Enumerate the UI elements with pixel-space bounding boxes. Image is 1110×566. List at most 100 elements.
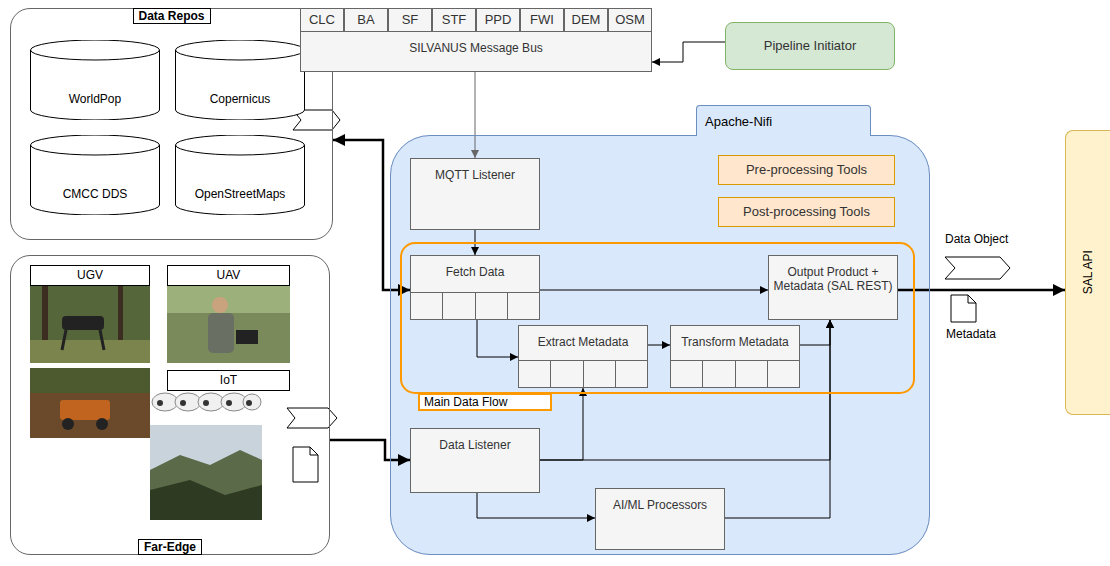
uav-photo — [212, 297, 228, 313]
camera-icons — [226, 400, 232, 406]
uav-photo — [236, 330, 258, 344]
process-box: Data Listener — [410, 428, 540, 493]
database-cylinder: CMCC DDS — [30, 135, 160, 215]
connector — [898, 289, 1065, 292]
node-text: Post-processing Tools — [743, 204, 870, 220]
ugv-photo — [62, 330, 66, 350]
port-cell — [671, 361, 702, 387]
node-text: IoT — [220, 373, 237, 387]
connector — [477, 493, 595, 518]
platform-tab: Apache-Nifi — [696, 105, 871, 136]
node-text: OSM — [615, 12, 645, 28]
node-text: BA — [357, 12, 374, 28]
camera-icons — [180, 400, 186, 406]
port-cell — [702, 361, 734, 387]
port-row — [671, 360, 799, 387]
camera-icons — [246, 400, 252, 406]
node-text: SF — [402, 12, 419, 28]
node-text: AI/ML Processors — [600, 498, 720, 512]
camera-icons — [203, 400, 209, 406]
uav-photo — [167, 283, 290, 313]
node-text: CLC — [309, 12, 335, 28]
node-text: PPD — [485, 12, 512, 28]
database-name: CMCC DDS — [30, 187, 160, 201]
ugv-photo — [96, 418, 108, 430]
cylinder-body — [31, 40, 160, 120]
landscape-photo — [150, 425, 262, 520]
group-panel: Data ReposWorldPop CopernicusCMCC DDS Open… — [10, 8, 333, 240]
flow-label: Main Data Flow — [418, 393, 552, 411]
process-box: Transform Metadata — [670, 325, 800, 388]
port-cell — [442, 293, 474, 319]
node-text: Fetch Data — [415, 265, 535, 279]
data-object-icon — [287, 110, 1010, 428]
node-text: STF — [442, 12, 467, 28]
node-text: UGV — [77, 268, 103, 282]
cylinder-rim — [31, 145, 160, 155]
initiator-box: Pipeline Initiator — [725, 22, 895, 70]
api-title: SAL API — [1081, 250, 1095, 294]
port-cell — [507, 293, 539, 319]
camera-icons — [175, 393, 201, 411]
topic-cell: SF — [388, 8, 432, 32]
port-cell — [550, 361, 582, 387]
camera-icons — [157, 400, 163, 406]
data-object-icon — [945, 257, 1010, 279]
process-box: Output Product + Metadata (SAL REST) — [768, 255, 898, 320]
camera-icons — [243, 394, 261, 410]
connector — [475, 72, 476, 158]
device-tag: IoT — [167, 370, 290, 391]
node-text: Pre-processing Tools — [746, 162, 867, 178]
camera-icons — [152, 393, 261, 411]
tool-box: Post-processing Tools — [718, 197, 895, 227]
node-text: Pipeline Initiator — [764, 38, 857, 54]
connector — [540, 290, 768, 291]
port-row — [519, 360, 647, 387]
node-text: DEM — [572, 12, 601, 28]
ugv-photo — [30, 283, 150, 363]
ugv-photo — [62, 418, 74, 430]
uav-photo — [167, 283, 290, 363]
topic-cell: STF — [432, 8, 476, 32]
connector — [330, 440, 410, 460]
node-text: MQTT Listener — [415, 168, 535, 182]
process-box: Extract Metadata — [518, 325, 648, 388]
cylinder-rim — [176, 50, 305, 60]
platform-panel: Apache-NifiMQTT ListenerPre-processing T… — [390, 135, 930, 555]
port-cell — [767, 361, 799, 387]
port-cell — [519, 361, 550, 387]
database-name: Copernicus — [175, 92, 305, 106]
topic-cell: BA — [344, 8, 388, 32]
port-cell — [583, 361, 615, 387]
node-text: Extract Metadata — [523, 335, 643, 349]
process-box: Fetch Data — [410, 255, 540, 320]
group-title: Far-Edge — [138, 539, 202, 555]
cylinder-outline — [175, 135, 305, 215]
node-text: Output Product + Metadata (SAL REST) — [773, 265, 893, 294]
database-name: WorldPop — [30, 92, 160, 106]
group-title: Data Repos — [132, 8, 210, 24]
ugv-photo — [62, 316, 104, 330]
cylinder-rim — [176, 145, 305, 155]
connector — [333, 140, 410, 290]
topic-cell: OSM — [608, 8, 652, 32]
database-cylinder: Copernicus — [175, 40, 305, 120]
database-cylinder: WorldPop — [30, 40, 160, 120]
connector — [648, 345, 670, 346]
api-bar: SAL API — [1065, 130, 1110, 415]
tool-box: Pre-processing Tools — [718, 155, 895, 185]
cylinder-body — [176, 40, 305, 120]
device-tag: UGV — [30, 265, 150, 286]
cylinder-body — [31, 135, 160, 215]
camera-icons — [152, 393, 178, 411]
connector — [800, 320, 830, 345]
ugv-photo — [100, 330, 104, 350]
device-tag: UAV — [167, 265, 290, 286]
database-name: OpenStreetMaps — [175, 187, 305, 201]
landscape-photo — [150, 480, 262, 520]
cylinder-outline — [30, 40, 160, 120]
topic-cell: FWI — [520, 8, 564, 32]
cylinder-body — [176, 135, 305, 215]
cylinder-outline — [30, 135, 160, 215]
